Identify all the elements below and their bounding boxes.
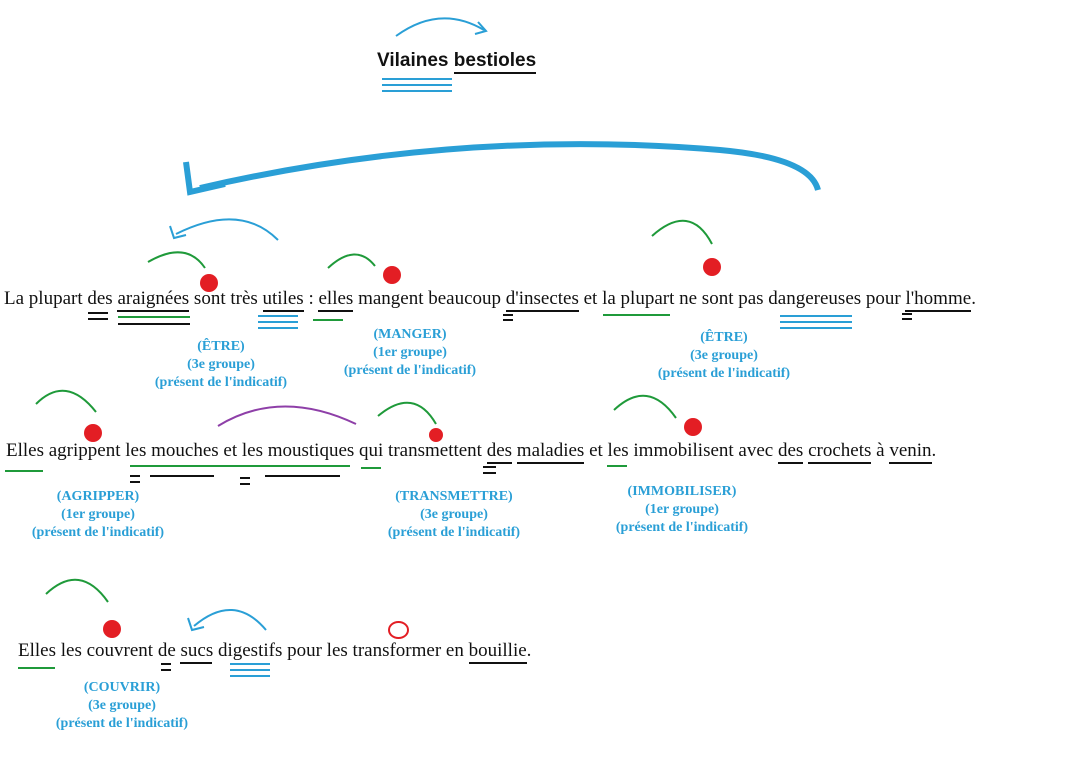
- verb-tense: (présent de l'indicatif): [387, 525, 521, 540]
- verb-name: (COUVRIR): [83, 680, 161, 695]
- blue-arrow-s1-head: [169, 225, 187, 240]
- verb-dot: [684, 418, 702, 436]
- verb-name: (ÊTRE): [700, 330, 748, 345]
- verb-name: (AGRIPPER): [56, 489, 140, 504]
- word-crochets: crochets: [808, 440, 872, 464]
- text-segment: agrippent les mouches et les moustiques …: [44, 440, 487, 461]
- word-araignees: araignées: [117, 288, 190, 312]
- word-bouillie: bouillie: [468, 640, 527, 664]
- text-segment: et: [578, 288, 603, 309]
- text-segment: Elles les couvrent de sucs digestifs pou…: [18, 640, 469, 661]
- purple-arrow-s2: [217, 405, 357, 427]
- title-word-2: bestioles: [453, 50, 537, 74]
- verb-name: (TRANSMETTRE): [395, 489, 513, 504]
- word-utiles: utiles: [262, 288, 304, 312]
- verb-dot: [429, 428, 443, 442]
- word-des: des: [486, 440, 513, 464]
- green-arrow-s1a: [147, 251, 206, 269]
- verb-tense: (présent de l'indicatif): [343, 363, 477, 378]
- verb-tense: (présent de l'indicatif): [154, 375, 288, 390]
- verb-group: (3e groupe): [690, 348, 758, 363]
- title-arrow: [395, 17, 485, 37]
- sentence-1: La plupart des araignées sont très utile…: [4, 288, 976, 312]
- word-elles: Elles: [6, 440, 44, 461]
- text-segment: La plupart des: [4, 288, 118, 309]
- sentence-2: Elles agrippent les mouches et les moust…: [6, 440, 937, 464]
- verb-group: (3e groupe): [187, 357, 255, 372]
- text-segment: à: [871, 440, 890, 461]
- text-segment: et les immobilisent avec: [584, 440, 778, 461]
- word-venin: venin: [889, 440, 932, 464]
- text-segment: :: [303, 288, 319, 309]
- verb-group: (3e groupe): [420, 507, 488, 522]
- blue-arrow-s1: [175, 218, 279, 241]
- text-segment: ne sont pas dangereuses pour: [674, 288, 906, 309]
- title-word-1: Vilaines: [377, 50, 449, 71]
- text-segment: .: [931, 440, 937, 461]
- green-arrow-s1b: [327, 253, 376, 269]
- verb-tag-couvrir: (COUVRIR) (3e groupe) (présent de l'indi…: [56, 679, 188, 733]
- verb-dot: [703, 258, 721, 276]
- green-arrow-s2b: [377, 401, 437, 425]
- verb-name: (ÊTRE): [197, 339, 245, 354]
- big-arrow: [199, 141, 821, 192]
- verb-tag-agripper: (AGRIPPER) (1er groupe) (présent de l'in…: [32, 488, 164, 542]
- green-arrow-s1c: [651, 219, 713, 245]
- verb-tag-transmettre: (TRANSMETTRE) (3e groupe) (présent de l'…: [388, 488, 520, 542]
- verb-tense: (présent de l'indicatif): [615, 520, 749, 535]
- green-arrow-s2a: [35, 389, 97, 413]
- verb-dot: [103, 620, 121, 638]
- page-title: Vilaines bestioles: [377, 50, 537, 74]
- verb-group: (1er groupe): [61, 507, 135, 522]
- verb-ring: [388, 621, 409, 639]
- big-arrow-head: [183, 161, 226, 196]
- blue-arrow-s3-head: [187, 617, 205, 632]
- text-segment: .: [971, 288, 976, 309]
- verb-group: (1er groupe): [645, 502, 719, 517]
- blue-arrow-s3: [193, 609, 267, 631]
- word-maladies: maladies: [516, 440, 585, 464]
- word-insectes: d'insectes: [505, 288, 579, 312]
- verb-tense: (présent de l'indicatif): [657, 366, 791, 381]
- green-arrow-s2c: [613, 394, 677, 419]
- text-segment: .: [526, 640, 532, 661]
- word-des: des: [777, 440, 804, 464]
- title-arrow-head: [474, 21, 488, 35]
- verb-tense: (présent de l'indicatif): [31, 525, 165, 540]
- verb-name: (MANGER): [373, 327, 447, 342]
- verb-group: (3e groupe): [88, 698, 156, 713]
- word-elles: elles: [318, 288, 354, 312]
- verb-group: (1er groupe): [373, 345, 447, 360]
- verb-tag-etre-2: (ÊTRE) (3e groupe) (présent de l'indicat…: [658, 329, 790, 383]
- verb-tag-etre-1: (ÊTRE) (3e groupe) (présent de l'indicat…: [155, 338, 287, 392]
- green-arrow-s3: [45, 578, 109, 603]
- text-segment: sont très: [189, 288, 263, 309]
- verb-tag-immobiliser: (IMMOBILISER) (1er groupe) (présent de l…: [616, 483, 748, 537]
- verb-dot: [383, 266, 401, 284]
- verb-dot: [200, 274, 218, 292]
- verb-dot: [84, 424, 102, 442]
- sentence-3: Elles les couvrent de sucs digestifs pou…: [18, 640, 532, 664]
- verb-tense: (présent de l'indicatif): [55, 716, 189, 731]
- verb-tag-manger: (MANGER) (1er groupe) (présent de l'indi…: [344, 326, 476, 380]
- text-segment: mangent beaucoup: [353, 288, 506, 309]
- verb-name: (IMMOBILISER): [627, 484, 737, 499]
- word-la-plupart: la plupart: [602, 288, 675, 309]
- word-homme: l'homme: [905, 288, 972, 312]
